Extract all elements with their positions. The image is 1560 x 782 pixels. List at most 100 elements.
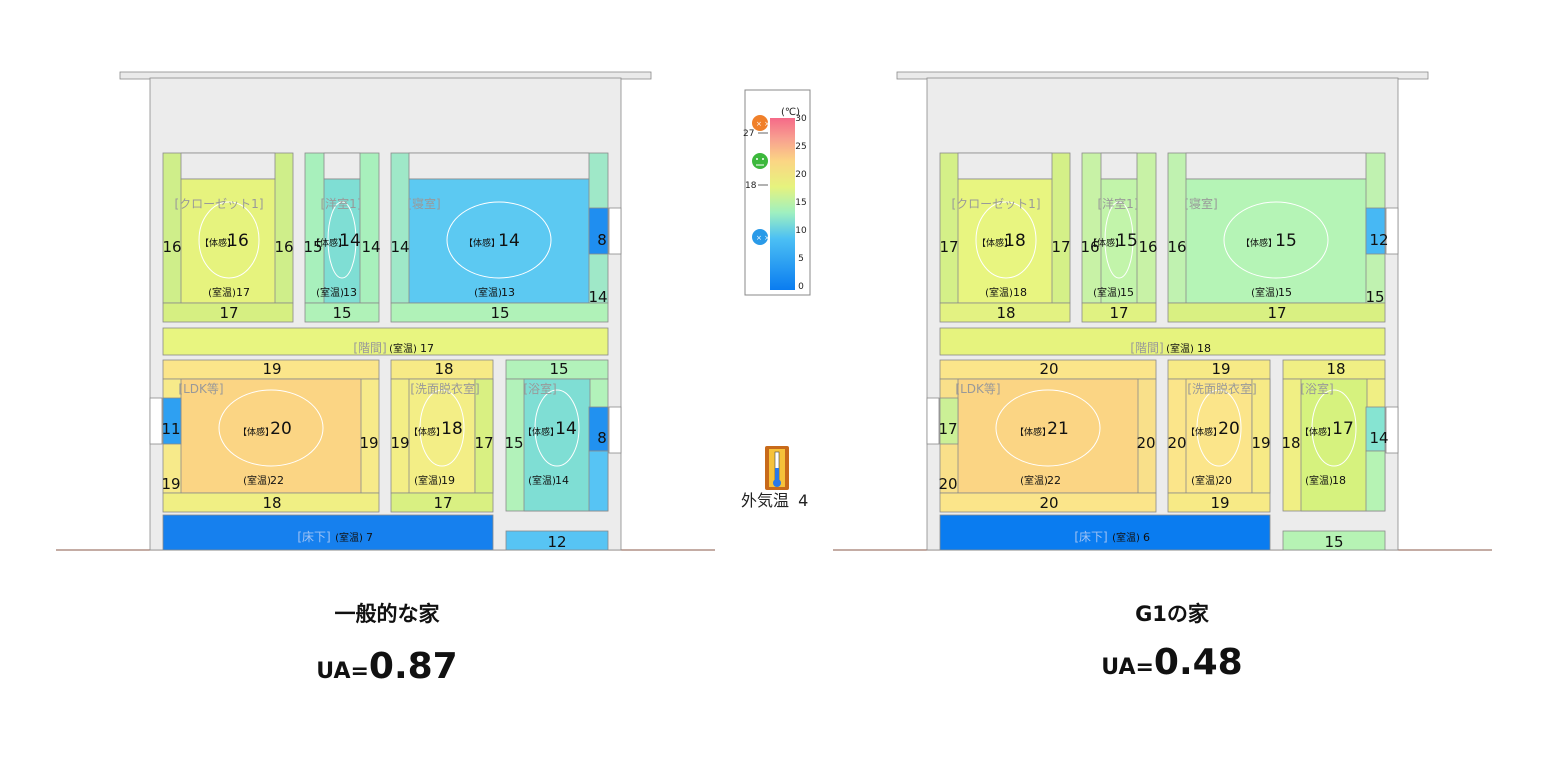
ua-value-ordinary: UA=0.87 bbox=[237, 646, 537, 687]
scale-tick: 25 bbox=[795, 142, 806, 152]
bedroom-label: [寝室] bbox=[407, 196, 440, 211]
bedroom-felt-temp: 14 bbox=[498, 231, 520, 251]
bedroom-floor bbox=[1167, 302, 1386, 323]
underfloor-label: [床下] bbox=[1074, 530, 1107, 544]
scale-tick: 5 bbox=[798, 254, 804, 264]
scale-tick: 0 bbox=[798, 282, 804, 292]
closet-room-temp: 17 bbox=[236, 286, 250, 299]
ldk-label: [LDK等] bbox=[178, 382, 223, 396]
washroom-floor bbox=[390, 492, 494, 513]
bath-ceiling-temp: 18 bbox=[1326, 360, 1345, 378]
ldk-floor bbox=[162, 492, 380, 513]
ldk-floor-temp: 18 bbox=[262, 494, 281, 512]
svg-text:× ×: × × bbox=[756, 234, 770, 242]
bedroom-ceiling-gap bbox=[1185, 152, 1367, 180]
felt-tag: 【体感】 bbox=[409, 426, 445, 438]
window-frame bbox=[149, 397, 163, 445]
ldk-room-temp-tag: (室温) bbox=[1020, 474, 1048, 487]
closet-felt-temp: 18 bbox=[1004, 231, 1026, 251]
closet-wall-left: 16 bbox=[162, 238, 181, 256]
washroom-felt-temp: 18 bbox=[441, 419, 463, 439]
closet-label: [クローゼット1] bbox=[175, 197, 264, 211]
felt-tag: 【体感】 bbox=[1015, 426, 1051, 438]
washroom-ceiling-temp: 19 bbox=[1211, 360, 1230, 378]
ldk-window-temp: 17 bbox=[938, 420, 957, 438]
felt-zone bbox=[1104, 201, 1134, 279]
bedroom-label: [寝室] bbox=[1184, 196, 1217, 211]
felt-zone bbox=[198, 201, 260, 279]
ldk-wall-left: 20 bbox=[938, 475, 957, 493]
stair-label: [階間] bbox=[353, 340, 386, 355]
ldk-room bbox=[957, 378, 1139, 494]
bedroom-room-temp-tag: (室温) bbox=[474, 286, 502, 299]
bedroom-room-temp-tag: (室温) bbox=[1251, 286, 1279, 299]
bedroom-ceiling-gap bbox=[408, 152, 590, 180]
felt-zone bbox=[1311, 389, 1357, 467]
closet-wall-right: 16 bbox=[274, 238, 293, 256]
western-room bbox=[1100, 178, 1138, 304]
bedroom-wall-lower: 14 bbox=[588, 288, 607, 306]
ldk-ceiling-temp: 19 bbox=[262, 360, 281, 378]
ldk-room-temp: 22 bbox=[1047, 474, 1061, 487]
washroom-room-temp-tag: (室温) bbox=[414, 474, 442, 487]
stair-room-temp-tag: (室温) bbox=[1166, 342, 1194, 355]
western-ceiling-gap bbox=[323, 152, 361, 180]
washroom-floor bbox=[1167, 492, 1271, 513]
western-floor bbox=[304, 302, 380, 323]
felt-zone bbox=[534, 389, 580, 467]
bedroom-room bbox=[1185, 178, 1367, 304]
washroom-floor-temp: 19 bbox=[1210, 494, 1229, 512]
washroom-wall-right: 17 bbox=[474, 434, 493, 452]
washroom-label: [洗面脱衣室] bbox=[410, 381, 479, 396]
scale-tick: 10 bbox=[795, 226, 807, 236]
felt-zone bbox=[446, 201, 552, 279]
bath-felt-temp: 14 bbox=[555, 419, 577, 439]
scale-unit: (℃) bbox=[781, 107, 800, 118]
bath-floor-temp: 12 bbox=[547, 533, 566, 551]
outdoor-temp-value: 4 bbox=[798, 491, 808, 510]
window-frame bbox=[926, 397, 940, 445]
ldk-window bbox=[162, 397, 182, 445]
closet-wall-right: 17 bbox=[1051, 238, 1070, 256]
stair-room-temp-tag: (室温) bbox=[389, 342, 417, 355]
thermometer-icon bbox=[765, 446, 789, 490]
bedroom-wall-lower: 15 bbox=[1365, 288, 1384, 306]
bath-room bbox=[1300, 378, 1368, 512]
closet-floor-temp: 18 bbox=[996, 304, 1015, 322]
scale-comfort-upper: 27 bbox=[743, 129, 754, 139]
closet-label: [クローゼット1] bbox=[952, 197, 1041, 211]
svg-text:× ×: × × bbox=[756, 120, 770, 128]
stair-room-temp: 18 bbox=[1197, 342, 1211, 355]
western-room-temp-tag: (室温) bbox=[316, 286, 344, 299]
svg-text:外気温 4: 外気温 4 bbox=[741, 491, 808, 510]
felt-tag: 【体感】 bbox=[1300, 426, 1336, 438]
felt-tag: 【体感】 bbox=[464, 237, 500, 249]
felt-tag: 【体感】 bbox=[238, 426, 274, 438]
closet-room-temp: 18 bbox=[1013, 286, 1027, 299]
ldk-floor-temp: 20 bbox=[1039, 494, 1058, 512]
felt-zone bbox=[975, 201, 1037, 279]
western-wall-right: 16 bbox=[1138, 238, 1157, 256]
underfloor-zone bbox=[162, 514, 494, 551]
scale-gradient-bar bbox=[770, 118, 795, 290]
window-frame bbox=[1385, 207, 1399, 255]
bedroom-felt-temp: 15 bbox=[1275, 231, 1297, 251]
felt-zone bbox=[1223, 201, 1329, 279]
bedroom-floor-temp: 15 bbox=[490, 304, 509, 322]
underfloor-label: [床下] bbox=[297, 530, 330, 544]
window-frame bbox=[608, 207, 622, 255]
ldk-wall-right: 19 bbox=[359, 434, 378, 452]
bath-window-temp: 14 bbox=[1369, 429, 1388, 447]
felt-zone bbox=[327, 201, 357, 279]
ldk-felt-temp: 21 bbox=[1047, 419, 1069, 439]
closet-ceiling-gap bbox=[180, 152, 276, 180]
washroom-wall-left: 20 bbox=[1167, 434, 1186, 452]
felt-zone bbox=[995, 389, 1101, 467]
stair-label: [階間] bbox=[1130, 340, 1163, 355]
western-label: [洋室1] bbox=[1098, 196, 1139, 211]
closet-floor bbox=[939, 302, 1071, 323]
underfloor-zone bbox=[939, 514, 1271, 551]
ldk-wall-left: 19 bbox=[161, 475, 180, 493]
